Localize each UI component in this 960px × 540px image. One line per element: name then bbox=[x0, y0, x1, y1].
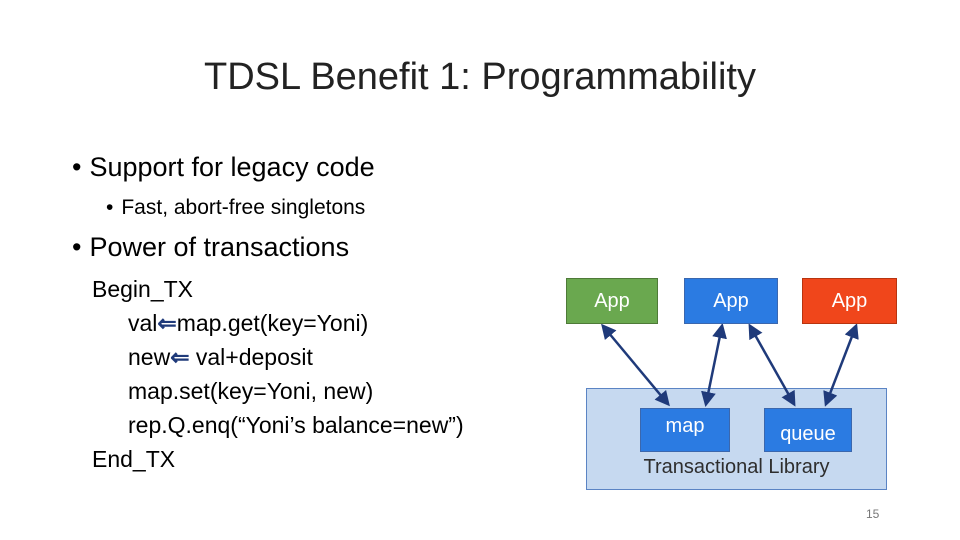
code-line-begin: Begin_TX bbox=[92, 276, 194, 302]
subbullet-singletons: • Fast, abort-free singletons bbox=[106, 196, 365, 220]
code-token: val bbox=[128, 310, 158, 336]
code-token: map.get(key=Yoni) bbox=[176, 310, 369, 336]
bullet-dot: • bbox=[72, 152, 82, 182]
bullet-dot: • bbox=[106, 196, 114, 219]
left-arrow-icon: ⇐ bbox=[157, 310, 177, 336]
bullet-transactions: •Power of transactions bbox=[72, 232, 349, 263]
code-line-enq: rep.Q.enq(“Yoni’s balance=new”) bbox=[128, 412, 464, 438]
map-label: map bbox=[665, 414, 705, 437]
code-line-get: val⇐map.get(key=Yoni) bbox=[92, 306, 464, 340]
bullet-text: Fast, abort-free singletons bbox=[121, 196, 366, 219]
arrow-app3-queue bbox=[823, 323, 859, 407]
code-line-set: map.set(key=Yoni, new) bbox=[128, 378, 374, 404]
arrow-app2-queue bbox=[748, 323, 796, 407]
app-box-green: App bbox=[566, 278, 658, 324]
arrow-app2-map bbox=[701, 323, 727, 407]
code-line-new: new⇐ val+deposit bbox=[92, 340, 464, 374]
app-box-blue: App bbox=[684, 278, 778, 324]
code-token: val+deposit bbox=[189, 344, 313, 370]
bullet-dot: • bbox=[72, 232, 82, 262]
bullet-text: Support for legacy code bbox=[89, 152, 375, 182]
library-label: Transactional Library bbox=[643, 456, 830, 478]
queue-label: queue bbox=[780, 422, 836, 445]
slide-title: TDSL Benefit 1: Programmability bbox=[204, 56, 756, 98]
queue-box: queue bbox=[764, 408, 852, 452]
code-block: Begin_TX val⇐map.get(key=Yoni) new⇐ val+… bbox=[92, 272, 464, 476]
code-token: new bbox=[128, 344, 171, 370]
left-arrow-icon: ⇐ bbox=[170, 344, 190, 370]
map-box: map bbox=[640, 408, 730, 452]
app-box-red: App bbox=[802, 278, 897, 324]
bullet-legacy-code: •Support for legacy code bbox=[72, 152, 375, 183]
code-line-end: End_TX bbox=[92, 446, 176, 472]
bullet-text: Power of transactions bbox=[89, 232, 350, 262]
arrow-app1-map bbox=[601, 323, 670, 407]
page-number: 15 bbox=[866, 507, 880, 521]
